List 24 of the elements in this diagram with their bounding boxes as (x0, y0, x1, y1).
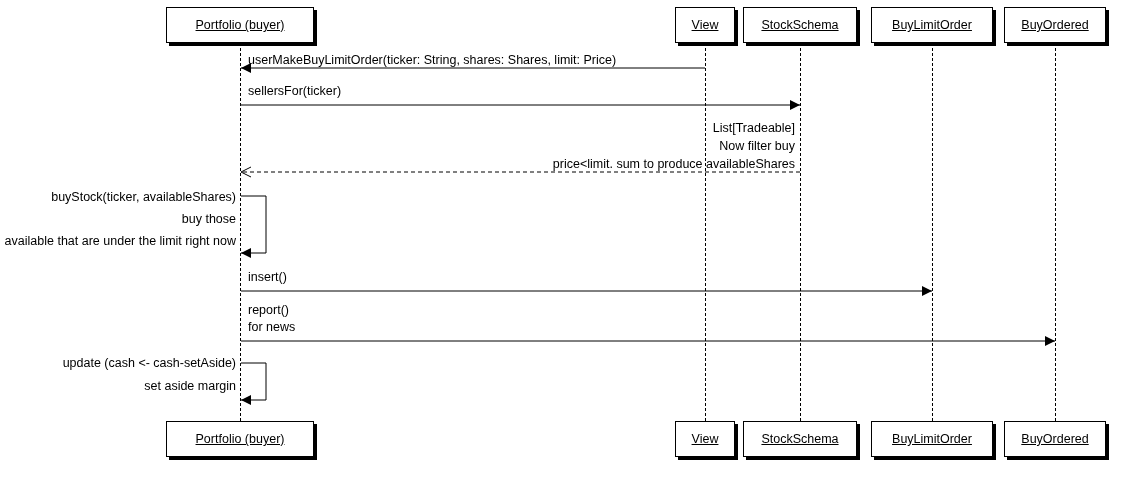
message-label: insert() (248, 270, 287, 285)
participant-box: BuyOrdered (1004, 7, 1106, 43)
message-arrow (240, 286, 933, 296)
message-label: report() for news (248, 302, 296, 336)
return-arrow (240, 166, 801, 178)
message-label: sellersFor(ticker) (248, 84, 342, 99)
message-label: update (cash <- cash-setAside) set aside margin (62, 355, 236, 395)
message-arrow (240, 100, 801, 110)
participant-box: BuyLimitOrder (871, 7, 993, 43)
message-label: buyStock(ticker, availableShares) buy those available that are under the limit right now (4, 189, 236, 250)
message-arrow (240, 63, 706, 73)
participant-box: BuyOrdered (1004, 421, 1106, 457)
participant-box: StockSchema (743, 7, 857, 43)
message-label: userMakeBuyLimitOrder(ticker: String, shares: Shares, limit: Price) (248, 53, 617, 68)
participant-box: BuyLimitOrder (871, 421, 993, 457)
participant-box: Portfolio (buyer) (166, 7, 314, 43)
message-arrow (240, 336, 1056, 346)
participant-box: View (675, 7, 735, 43)
message-arrow (240, 362, 267, 405)
message-label: List[Tradeable] Now filter buy price<limit. sum to produce availableShares (552, 120, 795, 173)
participant-box: View (675, 421, 735, 457)
message-arrow (240, 195, 267, 258)
participant-box: Portfolio (buyer) (166, 421, 314, 457)
participant-box: StockSchema (743, 421, 857, 457)
